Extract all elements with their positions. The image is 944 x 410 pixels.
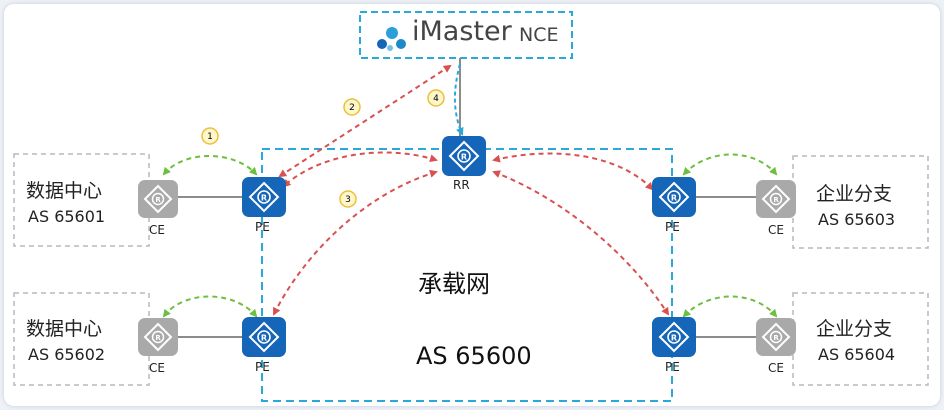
ce-label-dc2: CE [149, 361, 165, 375]
ce-router-icon-dc2[interactable] [137, 317, 179, 357]
ce-label-dc1: CE [149, 223, 165, 237]
step-marker-2-label: 2 [349, 103, 355, 113]
site-as-branch2: AS 65604 [818, 345, 896, 364]
physical-links [176, 58, 756, 338]
pe-router-icon-branch1[interactable] [651, 176, 697, 218]
ce-router-icon-dc1[interactable] [137, 179, 179, 219]
network-name: 承载网 [418, 270, 490, 298]
controller-rr-link [453, 63, 464, 136]
step-marker-3-label: 3 [345, 195, 351, 205]
nce-logo-icon [377, 27, 406, 51]
ce-label-branch1: CE [768, 223, 784, 237]
site-name-branch2: 企业分支 [816, 318, 893, 340]
rr-router-icon[interactable] [441, 135, 487, 177]
ce-pe-peerings [162, 153, 778, 318]
network-as: AS 65600 [416, 342, 532, 370]
topology-diagram: R R [4, 4, 940, 406]
site-name-dc2: 数据中心 [26, 318, 103, 340]
controller-name: iMaster [412, 16, 512, 47]
step-marker-1: 1 [201, 127, 219, 145]
rr-label: RR [453, 178, 470, 192]
bgp-sessions [273, 64, 670, 316]
ce-router-icon-branch1[interactable] [755, 179, 797, 219]
controller-suffix: NCE [519, 24, 559, 46]
ce-label-branch2: CE [768, 361, 784, 375]
pe-label-branch1: PE [665, 220, 680, 234]
pe-label-dc1: PE [255, 220, 270, 234]
site-name-branch1: 企业分支 [816, 183, 893, 205]
controller-box [359, 11, 573, 59]
pe-router-icon-dc2[interactable] [241, 316, 287, 358]
topology-canvas: R R [13, 11, 929, 402]
core-network-boundary [261, 148, 673, 402]
pe-router-icon-dc1[interactable] [241, 176, 287, 218]
pe-label-dc2: PE [255, 360, 270, 374]
step-marker-1-label: 1 [207, 132, 213, 142]
step-marker-4-label: 4 [433, 94, 439, 104]
site-as-dc2: AS 65602 [28, 345, 106, 364]
site-name-dc1: 数据中心 [26, 180, 103, 202]
site-as-dc1: AS 65601 [28, 207, 106, 226]
pe-router-icon-branch2[interactable] [651, 316, 697, 358]
step-marker-4: 4 [427, 89, 445, 107]
step-marker-3: 3 [339, 190, 357, 208]
site-as-branch1: AS 65603 [818, 210, 896, 229]
pe-label-branch2: PE [665, 360, 680, 374]
step-marker-2: 2 [343, 98, 361, 116]
ce-router-icon-branch2[interactable] [755, 317, 797, 357]
